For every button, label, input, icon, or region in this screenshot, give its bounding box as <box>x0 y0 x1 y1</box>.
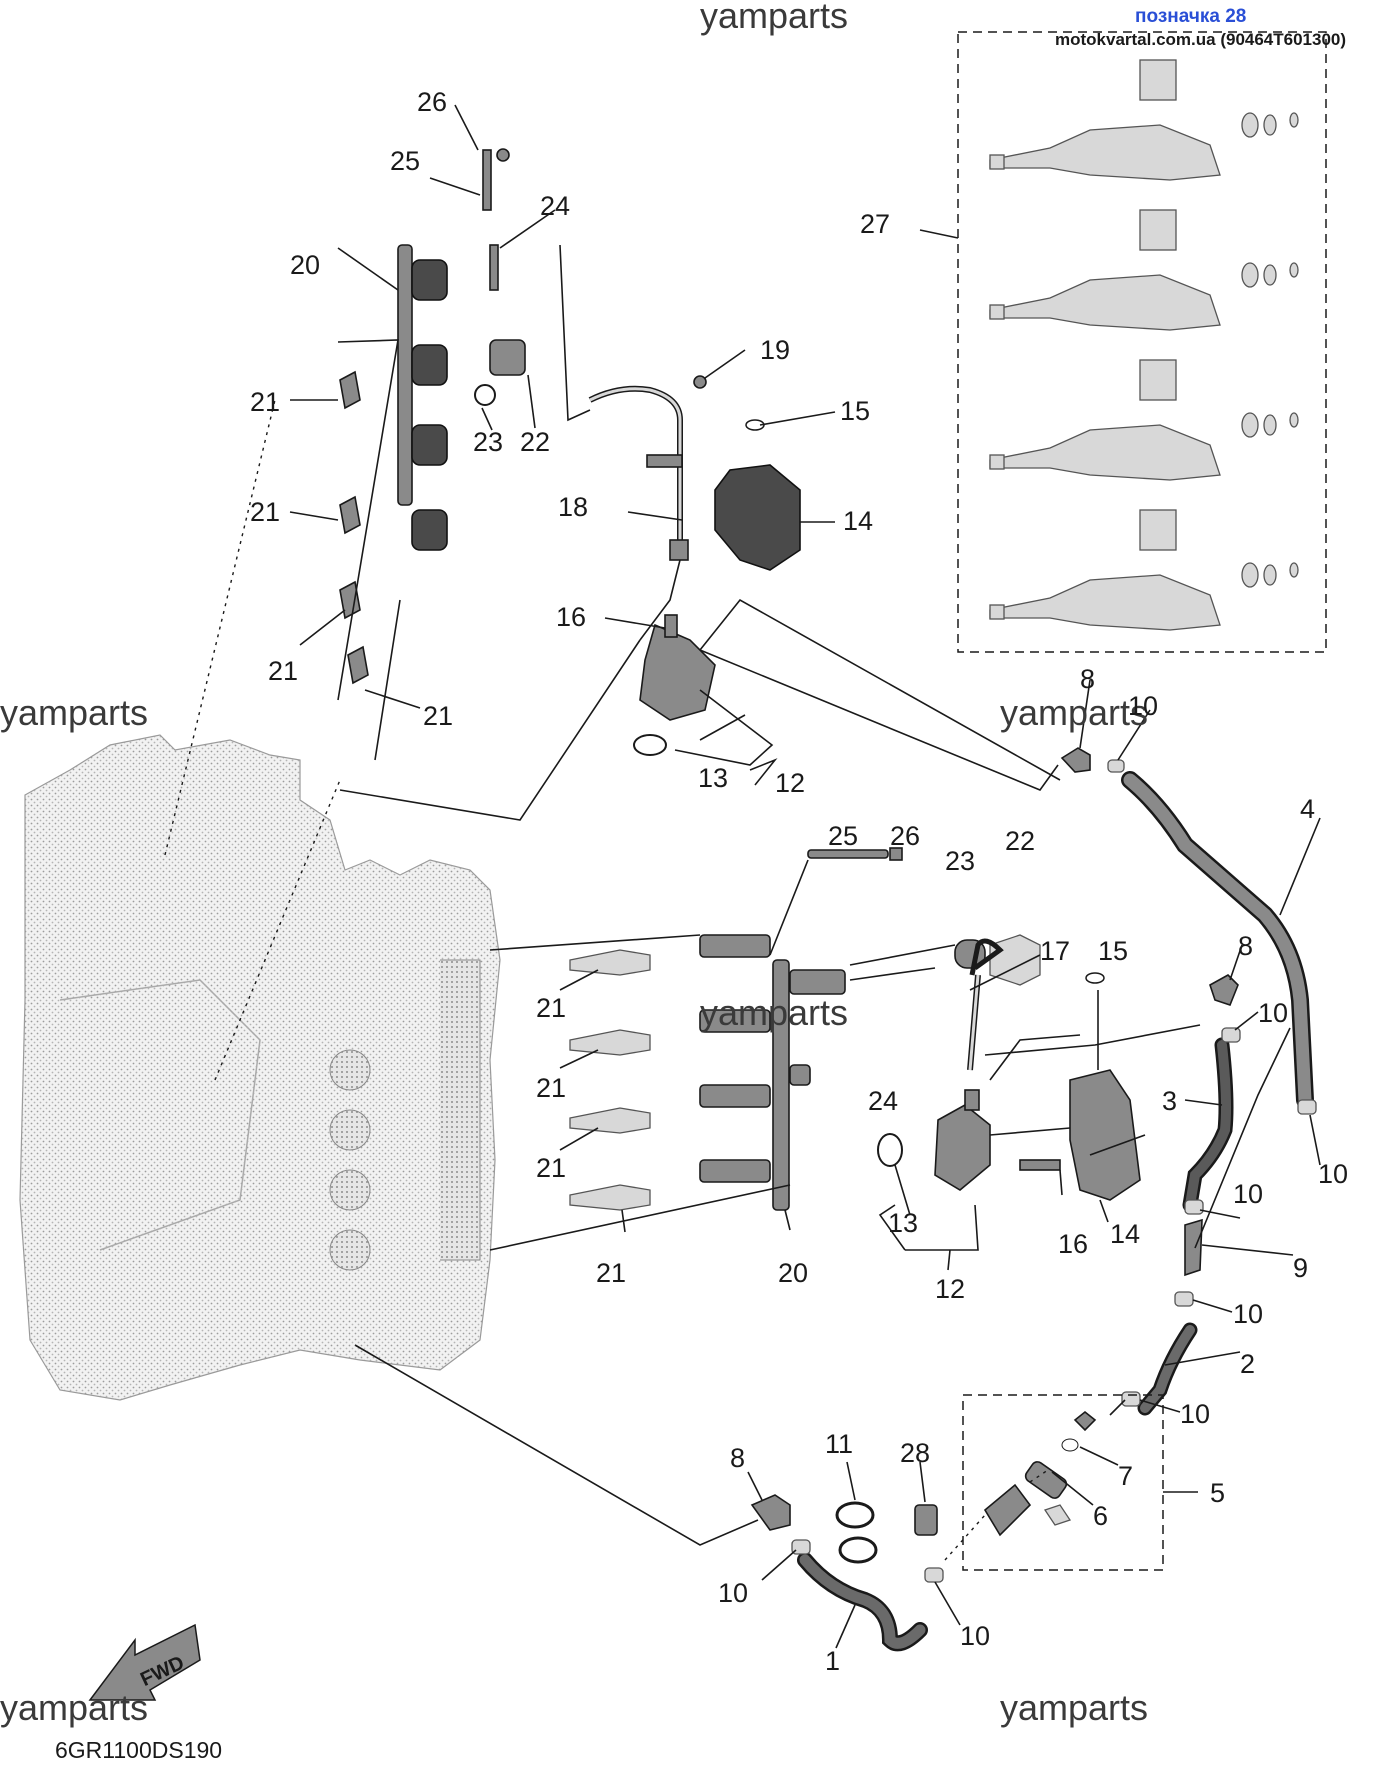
callout-1: 1 <box>825 1646 840 1676</box>
upper-fuel-rail <box>339 148 526 685</box>
callout-12: 12 <box>775 768 805 798</box>
callout-10: 10 <box>960 1621 990 1651</box>
callout-23: 23 <box>945 846 975 876</box>
callout-21: 21 <box>250 497 280 527</box>
callout-10: 10 <box>1318 1159 1348 1189</box>
injector-kit-27 <box>989 59 1299 631</box>
lower-injectors <box>569 949 651 1211</box>
watermark: yamparts <box>1000 692 1148 733</box>
upper-pump-assembly <box>588 375 801 756</box>
callout-16: 16 <box>556 602 586 632</box>
callout-8: 8 <box>1238 931 1253 961</box>
callout-15: 15 <box>840 396 870 426</box>
callout-28: 28 <box>900 1438 930 1468</box>
watermark: yamparts <box>700 0 848 36</box>
callout-25: 25 <box>390 146 420 176</box>
callout-20: 20 <box>290 250 320 280</box>
callout-19: 19 <box>760 335 790 365</box>
callout-21: 21 <box>423 701 453 731</box>
callout-13: 13 <box>888 1208 918 1238</box>
callout-16: 16 <box>1058 1229 1088 1259</box>
hose-2 <box>1137 1322 1198 1416</box>
callout-3: 3 <box>1162 1086 1177 1116</box>
callout-20: 20 <box>778 1258 808 1288</box>
lower-pump-assembly <box>877 938 1141 1201</box>
callout-27: 27 <box>860 209 890 239</box>
callout-17: 17 <box>1040 936 1070 966</box>
reference-label: позначка 28 <box>1135 6 1246 27</box>
callout-26: 26 <box>890 821 920 851</box>
callout-2: 2 <box>1240 1349 1255 1379</box>
watermark: yamparts <box>700 992 848 1033</box>
callout-14: 14 <box>1110 1219 1140 1249</box>
callout-21: 21 <box>536 1153 566 1183</box>
callout-8: 8 <box>1080 664 1095 694</box>
callout-8: 8 <box>730 1443 745 1473</box>
callout-4: 4 <box>1300 794 1315 824</box>
callout-10: 10 <box>1258 998 1288 1028</box>
callout-21: 21 <box>250 387 280 417</box>
callout-6: 6 <box>1093 1501 1108 1531</box>
upper-injectors <box>339 370 369 685</box>
callout-5: 5 <box>1210 1478 1225 1508</box>
watermark: yamparts <box>0 692 148 733</box>
fuel-filter-kit-5 <box>983 1410 1097 1537</box>
callout-18: 18 <box>558 492 588 522</box>
hose-1 <box>797 1552 928 1652</box>
callout-10: 10 <box>1233 1299 1263 1329</box>
watermark: yamparts <box>0 1687 148 1728</box>
callout-23: 23 <box>473 427 503 457</box>
fittings <box>750 747 1317 1583</box>
callout-10: 10 <box>1180 1399 1210 1429</box>
hose-4 <box>1121 771 1314 1109</box>
callout-15: 15 <box>1098 936 1128 966</box>
callout-10: 10 <box>718 1578 748 1608</box>
callout-22: 22 <box>1005 826 1035 856</box>
callout-21: 21 <box>536 993 566 1023</box>
callout-21: 21 <box>268 656 298 686</box>
callout-13: 13 <box>698 763 728 793</box>
callout-7: 7 <box>1118 1461 1133 1491</box>
callout-12: 12 <box>935 1274 965 1304</box>
callout-24: 24 <box>540 191 570 221</box>
diagram-code: 6GR1100DS190 <box>55 1737 222 1763</box>
site-reference: motokvartal.com.ua (90464T601300) <box>1055 30 1346 49</box>
kit-5-box <box>962 1394 1164 1571</box>
callout-14: 14 <box>843 506 873 536</box>
callout-22: 22 <box>520 427 550 457</box>
callout-11: 11 <box>825 1429 853 1459</box>
callout-21: 21 <box>596 1258 626 1288</box>
callout-25: 25 <box>828 821 858 851</box>
callouts: 26 25 24 20 21 21 21 21 23 22 19 15 18 1… <box>250 87 1348 1676</box>
kit-27-box <box>957 31 1327 653</box>
callout-24: 24 <box>868 1086 898 1116</box>
callout-21: 21 <box>536 1073 566 1103</box>
callout-10: 10 <box>1233 1179 1263 1209</box>
callout-10: 10 <box>1128 691 1158 721</box>
callout-9: 9 <box>1293 1253 1308 1283</box>
engine-block <box>19 734 501 1401</box>
hose-3 <box>1182 1037 1234 1213</box>
watermark: yamparts <box>1000 1687 1148 1728</box>
lower-fuel-rail <box>569 847 1041 1211</box>
callout-26: 26 <box>417 87 447 117</box>
